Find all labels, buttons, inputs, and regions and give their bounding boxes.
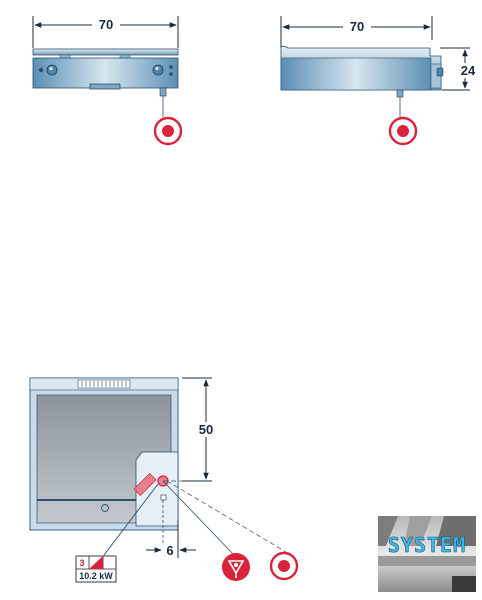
front-electric-connection-dot bbox=[162, 125, 174, 137]
front-electric-connection-stub bbox=[159, 87, 167, 97]
front-indicator-light-right-top bbox=[169, 65, 173, 69]
logo-shape-3 bbox=[436, 516, 476, 546]
side-width-label: 70 bbox=[350, 19, 364, 34]
side-label-bg bbox=[343, 19, 371, 33]
power-badge-phase-flag-icon bbox=[89, 556, 103, 569]
front-splash-clip-right bbox=[119, 54, 131, 59]
front-knob-highlight-right bbox=[155, 66, 159, 71]
equipotential-triangle-icon bbox=[227, 560, 245, 575]
power-badge-phase: 3 bbox=[79, 558, 84, 568]
side-height-label: 24 bbox=[461, 63, 476, 78]
front-indicator-light-left bbox=[38, 67, 44, 73]
top-vent-slots bbox=[81, 381, 127, 387]
power-badge-power: 10.2 kW bbox=[79, 571, 113, 581]
side-body-panel bbox=[280, 57, 432, 91]
top-equipotential-leader bbox=[162, 480, 235, 556]
top-equipotential-terminal bbox=[160, 494, 167, 501]
logo-band bbox=[378, 556, 476, 566]
front-width-label: 70 bbox=[99, 17, 113, 32]
top-depth-label: 50 bbox=[199, 422, 213, 437]
system-logo: SYSTEM bbox=[378, 516, 476, 592]
front-knob-highlight-left bbox=[49, 66, 53, 71]
top-depth-label-bg bbox=[195, 422, 219, 437]
front-label-bg bbox=[92, 17, 120, 31]
front-top-plate bbox=[32, 48, 179, 56]
side-electric-connection-dot bbox=[397, 125, 409, 137]
side-knob bbox=[436, 67, 444, 77]
side-height-label-bg bbox=[457, 63, 479, 78]
side-electric-connection-stub bbox=[396, 89, 404, 98]
logo-shape-1 bbox=[378, 516, 398, 546]
top-view: 50 6 3 10.2 kW bbox=[29, 377, 299, 583]
side-view: 70 24 bbox=[280, 16, 479, 146]
top-offset-label: 6 bbox=[166, 543, 173, 558]
front-view: 70 bbox=[32, 16, 183, 146]
top-vent-grille bbox=[77, 379, 131, 389]
logo-corner-block bbox=[452, 576, 476, 592]
front-control-knob-left bbox=[46, 64, 58, 76]
front-control-knob-right bbox=[152, 64, 164, 76]
top-connection-leader bbox=[166, 480, 287, 553]
top-electric-connection-dot bbox=[278, 560, 290, 572]
top-electric-inlet bbox=[133, 473, 157, 496]
front-splash-clip-left bbox=[59, 54, 71, 59]
logo-text: SYSTEM bbox=[388, 533, 466, 557]
logo-shape-2 bbox=[404, 516, 432, 546]
top-drain-hole bbox=[101, 504, 109, 512]
equipotential-icon-dot bbox=[234, 563, 238, 567]
top-inlet-leader bbox=[103, 483, 159, 556]
power-badge: 3 10.2 kW bbox=[75, 555, 117, 583]
front-drip-tray-handle bbox=[89, 83, 121, 90]
top-connection-cutout-detail bbox=[135, 451, 179, 527]
front-indicator-light-right-bottom bbox=[169, 72, 173, 76]
